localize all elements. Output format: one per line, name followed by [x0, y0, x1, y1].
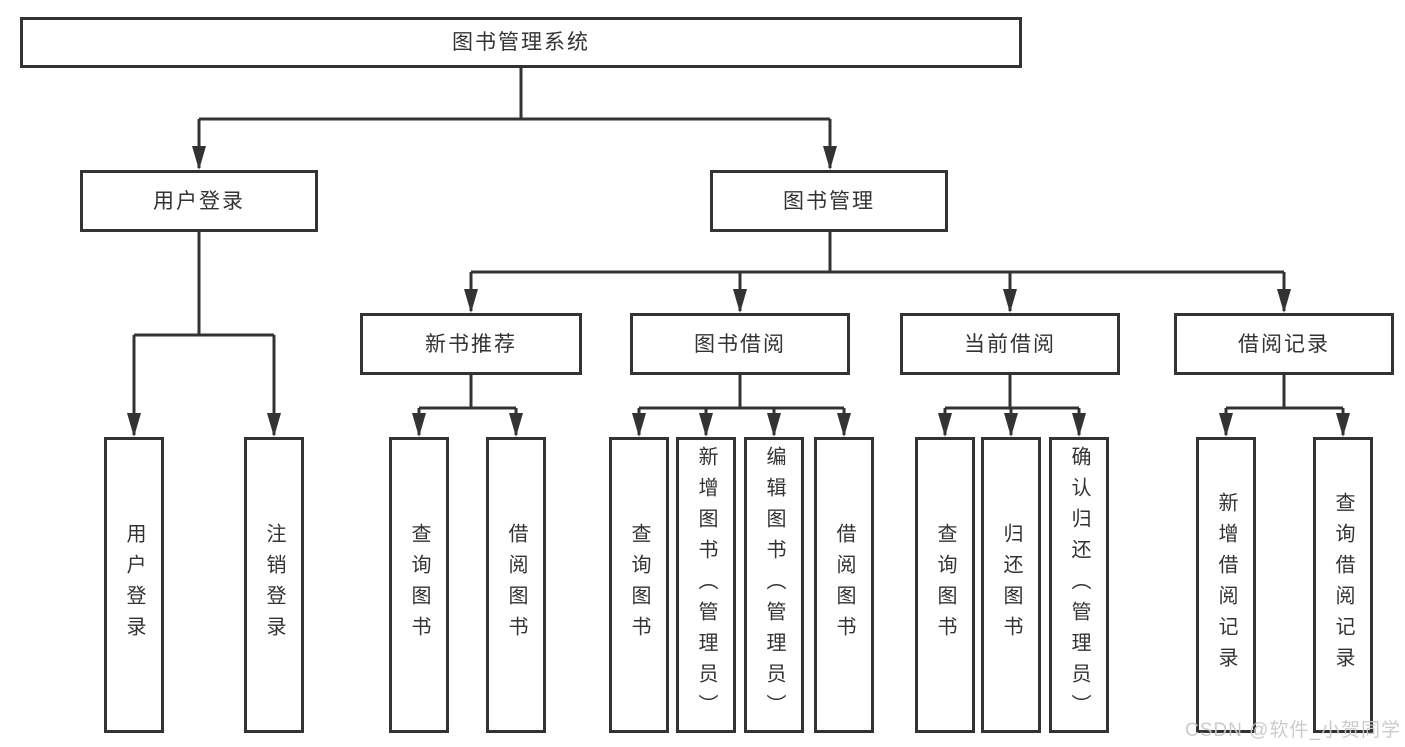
- leaf-borrow-books: 借阅图书: [814, 437, 874, 733]
- csdn-watermark: CSDN @软件_小贺同学: [1185, 720, 1401, 741]
- leaf-query-books-recommend-label: 查询图书: [408, 523, 430, 647]
- leaf-borrow-books-recommend: 借阅图书: [486, 437, 546, 733]
- leaf-add-borrow-record-label: 新增借阅记录: [1215, 492, 1237, 678]
- leaf-query-borrow-record: 查询借阅记录: [1313, 437, 1373, 733]
- leaf-edit-books-admin-label: 编辑图书（管理员）: [763, 445, 785, 725]
- leaf-query-books-recommend: 查询图书: [389, 437, 449, 733]
- leaf-add-books-admin: 新增图书（管理员）: [676, 437, 736, 733]
- leaf-borrow-books-label: 借阅图书: [833, 523, 855, 647]
- node-user-login: 用户登录: [80, 170, 318, 232]
- leaf-confirm-return-admin: 确认归还（管理员）: [1049, 437, 1109, 733]
- leaf-return-books-label: 归还图书: [1000, 523, 1022, 647]
- node-book-management-label: 图书管理: [783, 189, 875, 213]
- leaf-query-books-borrow-label: 查询图书: [628, 523, 650, 647]
- node-user-login-label: 用户登录: [153, 189, 245, 213]
- node-current-borrow-label: 当前借阅: [964, 332, 1056, 356]
- leaf-logout-label: 注销登录: [263, 523, 285, 647]
- node-book-management: 图书管理: [710, 170, 948, 232]
- leaf-logout: 注销登录: [244, 437, 304, 733]
- node-borrow-records-label: 借阅记录: [1238, 332, 1330, 356]
- leaf-confirm-return-admin-label: 确认归还（管理员）: [1068, 445, 1090, 725]
- leaf-user-login: 用户登录: [104, 437, 164, 733]
- leaf-query-borrow-record-label: 查询借阅记录: [1332, 492, 1354, 678]
- leaf-add-books-admin-label: 新增图书（管理员）: [695, 445, 717, 725]
- node-root: 图书管理系统: [20, 17, 1022, 68]
- node-root-label: 图书管理系统: [452, 31, 590, 54]
- leaf-user-login-label: 用户登录: [123, 523, 145, 647]
- leaf-add-borrow-record: 新增借阅记录: [1196, 437, 1256, 733]
- node-current-borrow: 当前借阅: [900, 313, 1120, 375]
- node-new-book-recommend: 新书推荐: [360, 313, 582, 375]
- leaf-query-books-borrow: 查询图书: [609, 437, 669, 733]
- leaf-query-books-current-label: 查询图书: [934, 523, 956, 647]
- node-book-borrow-label: 图书借阅: [694, 332, 786, 356]
- leaf-return-books: 归还图书: [981, 437, 1041, 733]
- leaf-edit-books-admin: 编辑图书（管理员）: [744, 437, 804, 733]
- node-borrow-records: 借阅记录: [1174, 313, 1394, 375]
- leaf-query-books-current: 查询图书: [915, 437, 975, 733]
- node-book-borrow: 图书借阅: [630, 313, 850, 375]
- node-new-book-recommend-label: 新书推荐: [425, 332, 517, 356]
- leaf-borrow-books-recommend-label: 借阅图书: [505, 523, 527, 647]
